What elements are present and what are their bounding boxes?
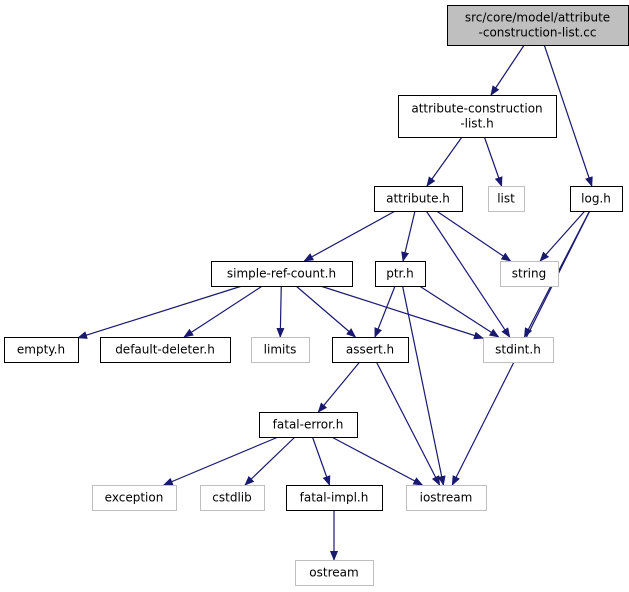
node-list: list <box>488 186 525 212</box>
node-limits: limits <box>251 337 310 363</box>
edge-acl-h-to-list <box>483 136 503 187</box>
edge-fatal-error-h-to-iostream <box>331 436 424 486</box>
node-box-empty-h <box>4 337 79 363</box>
node-box-cstdlib <box>200 485 265 511</box>
node-label-ptr-h: ptr.h <box>386 267 414 281</box>
node-box-iostream <box>406 485 487 511</box>
node-box-acl-h <box>398 95 557 138</box>
node-default-deleter-h[interactable]: default-deleter.h <box>100 337 231 363</box>
node-box-exception <box>92 485 177 511</box>
node-box-assert-h <box>332 337 409 363</box>
node-label-assert-h: assert.h <box>346 343 394 357</box>
node-label-limits: limits <box>264 343 297 357</box>
node-box-limits <box>251 337 310 363</box>
node-box-ostream <box>295 560 374 586</box>
node-acl-h[interactable]: attribute-construction-list.h <box>398 95 557 138</box>
node-label-list: list <box>497 192 515 206</box>
node-label-attribute-h: attribute.h <box>386 192 450 206</box>
node-label-acl-h-line-2: -list.h <box>460 117 493 131</box>
edge-fatal-error-h-to-fatal-impl-h <box>311 436 331 486</box>
node-label-exception: exception <box>105 491 164 505</box>
node-box-list <box>488 186 525 212</box>
node-label-iostream: iostream <box>420 491 473 505</box>
edges-layer <box>77 44 593 561</box>
edge-simple-ref-count-h-to-stdint-h <box>320 285 484 340</box>
node-string: string <box>500 261 559 287</box>
edge-simple-ref-count-h-to-empty-h <box>77 285 243 339</box>
node-box-fatal-error-h <box>259 412 358 438</box>
edge-assert-h-to-fatal-error-h <box>317 361 361 413</box>
edge-ptr-h-to-iostream <box>401 285 446 486</box>
node-label-simple-ref-count-h: simple-ref-count.h <box>227 267 336 281</box>
edge-attribute-h-to-string <box>436 210 512 262</box>
edge-assert-h-to-iostream <box>375 361 441 486</box>
node-stdint-h: stdint.h <box>483 337 554 363</box>
edge-attribute-h-to-stdint-h <box>425 210 511 338</box>
node-attribute-h[interactable]: attribute.h <box>374 186 463 212</box>
node-cstdlib: cstdlib <box>200 485 265 511</box>
node-ostream: ostream <box>295 560 374 586</box>
edge-simple-ref-count-h-to-assert-h <box>295 285 357 338</box>
node-root[interactable]: src/core/model/attribute-construction-li… <box>447 5 629 46</box>
node-label-string: string <box>512 267 546 281</box>
node-label-stdint-h: stdint.h <box>495 343 541 357</box>
node-box-root <box>447 5 629 46</box>
node-ptr-h[interactable]: ptr.h <box>375 261 426 287</box>
node-fatal-impl-h[interactable]: fatal-impl.h <box>286 485 383 511</box>
node-fatal-error-h[interactable]: fatal-error.h <box>259 412 358 438</box>
node-label-default-deleter-h: default-deleter.h <box>115 343 215 357</box>
edge-ptr-h-to-assert-h <box>374 285 396 338</box>
node-empty-h[interactable]: empty.h <box>4 337 79 363</box>
node-simple-ref-count-h[interactable]: simple-ref-count.h <box>211 261 353 287</box>
node-label-log-h: log.h <box>581 192 611 206</box>
node-label-root-line-1: src/core/model/attribute <box>465 11 610 25</box>
nodes-layer: src/core/model/attribute-construction-li… <box>4 5 629 586</box>
node-log-h[interactable]: log.h <box>570 186 623 212</box>
edge-attribute-h-to-ptr-h <box>401 210 416 262</box>
node-iostream: iostream <box>406 485 487 511</box>
edge-acl-h-to-attribute-h <box>426 136 463 187</box>
edge-ptr-h-to-stdint-h <box>419 285 500 338</box>
node-box-log-h <box>570 186 623 212</box>
edge-root-to-log-h <box>543 44 593 187</box>
node-box-default-deleter-h <box>100 337 231 363</box>
node-label-cstdlib: cstdlib <box>212 491 251 505</box>
node-label-empty-h: empty.h <box>17 343 65 357</box>
node-label-ostream: ostream <box>309 566 358 580</box>
node-label-acl-h-line-1: attribute-construction <box>411 102 542 116</box>
node-assert-h[interactable]: assert.h <box>332 337 409 363</box>
edge-simple-ref-count-h-to-default-deleter-h <box>183 285 263 338</box>
edge-simple-ref-count-h-to-limits <box>276 285 285 338</box>
node-box-attribute-h <box>374 186 463 212</box>
node-label-fatal-error-h: fatal-error.h <box>273 418 344 432</box>
node-label-root-line-2: -construction-list.cc <box>479 26 597 40</box>
edge-log-h-to-string <box>539 210 586 262</box>
node-box-ptr-h <box>375 261 426 287</box>
node-exception: exception <box>92 485 177 511</box>
edge-root-to-acl-h <box>490 44 525 96</box>
edge-fatal-error-h-to-exception <box>162 436 279 486</box>
node-box-stdint-h <box>483 337 554 363</box>
edge-fatal-error-h-to-cstdlib <box>244 436 296 486</box>
node-box-simple-ref-count-h <box>211 261 353 287</box>
edge-attribute-h-to-simple-ref-count-h <box>303 210 396 262</box>
node-box-string <box>500 261 559 287</box>
node-label-fatal-impl-h: fatal-impl.h <box>300 491 369 505</box>
node-box-fatal-impl-h <box>286 485 383 511</box>
